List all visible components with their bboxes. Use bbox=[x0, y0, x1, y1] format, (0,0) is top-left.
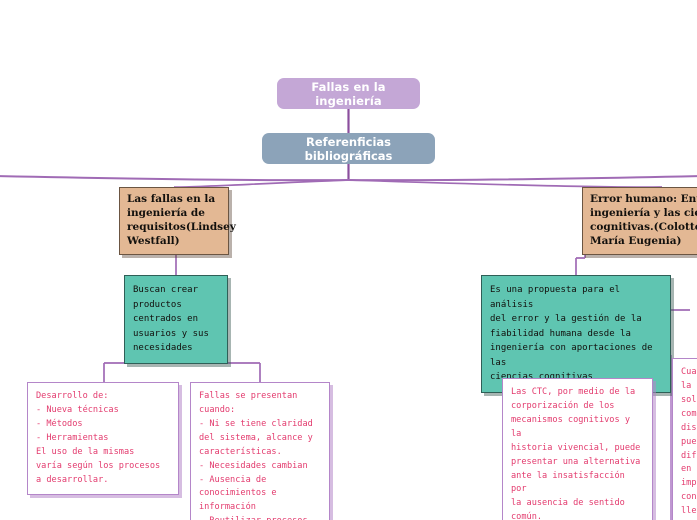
references-node[interactable]: Referenficias bibliográficas bbox=[262, 133, 435, 164]
connector-fan-left-outer bbox=[0, 175, 349, 182]
branch-summary-right[interactable]: Es una propuesta para el análisis del er… bbox=[481, 275, 671, 394]
branch-title-left[interactable]: Las fallas en la ingeniería de requisito… bbox=[119, 187, 236, 255]
leaf-left-desarrollo[interactable]: Desarrollo de: - Nueva técnicas - Método… bbox=[27, 382, 179, 496]
leaf-left-fallas[interactable]: Fallas se presentan cuando: - Ni se tien… bbox=[190, 382, 330, 520]
branch-summary-left[interactable]: Buscan crear productos centrados en usua… bbox=[124, 275, 228, 364]
leaf-right-ctc[interactable]: Las CTC, por medio de la corporización d… bbox=[502, 378, 653, 520]
branch-title-right[interactable]: Error humano: Entre la ingeniería y las … bbox=[582, 187, 697, 255]
root-node[interactable]: Fallas en la ingeniería bbox=[277, 78, 420, 109]
leaf-right-clipped[interactable]: Cuando la solución como diseño puede dif… bbox=[672, 358, 697, 520]
connector-fan-right-outer bbox=[348, 175, 697, 182]
